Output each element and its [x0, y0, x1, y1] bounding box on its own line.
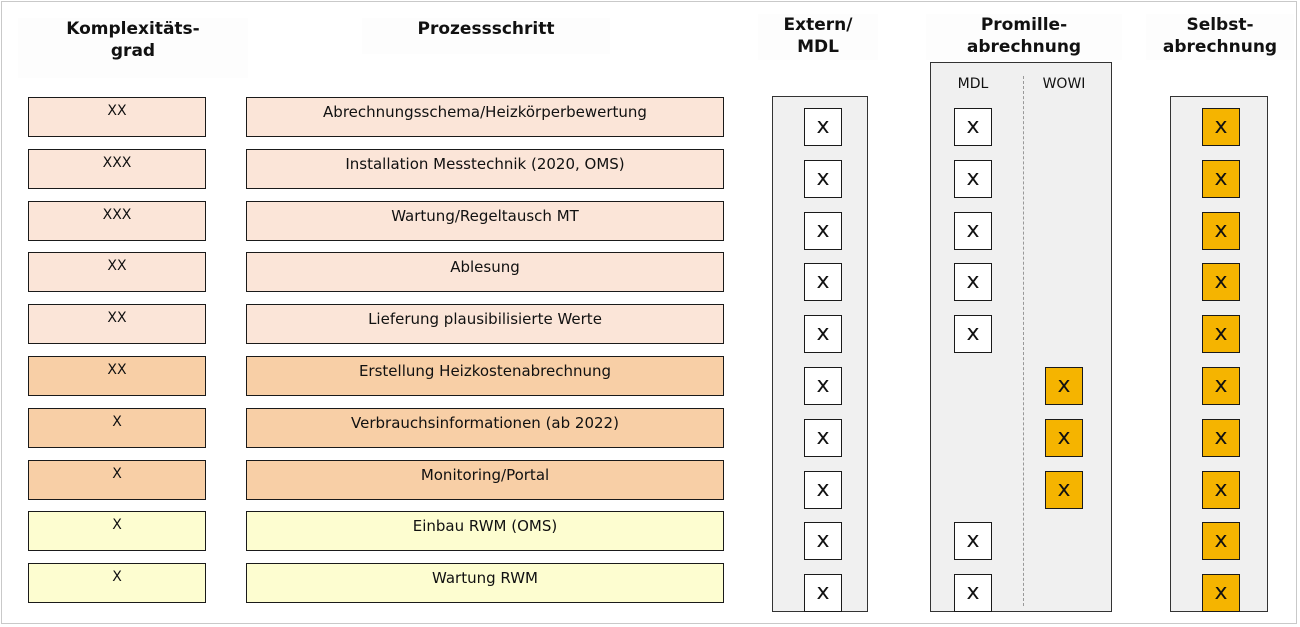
checkmark-mdl: x — [954, 522, 992, 560]
header-komplexitaet: Komplexitäts- grad — [18, 18, 248, 78]
checkmark-extern: x — [804, 212, 842, 250]
checkmark-mdl: x — [954, 263, 992, 301]
checkmark-selbst: x — [1202, 522, 1240, 560]
process-step-cell: Einbau RWM (OMS) — [246, 511, 724, 551]
checkmark-extern: x — [804, 522, 842, 560]
checkmark-wowi: x — [1045, 419, 1083, 457]
complexity-cell: XXX — [28, 149, 206, 189]
process-step-cell: Wartung/Regeltausch MT — [246, 201, 724, 241]
checkmark-extern: x — [804, 263, 842, 301]
checkmark-extern: x — [804, 108, 842, 146]
checkmark-extern: x — [804, 574, 842, 612]
complexity-cell: XX — [28, 356, 206, 396]
process-step-cell: Installation Messtechnik (2020, OMS) — [246, 149, 724, 189]
checkmark-mdl: x — [954, 212, 992, 250]
process-step-cell: Lieferung plausibilisierte Werte — [246, 304, 724, 344]
checkmark-mdl: x — [954, 315, 992, 353]
checkmark-extern: x — [804, 367, 842, 405]
complexity-cell: X — [28, 563, 206, 603]
checkmark-extern: x — [804, 160, 842, 198]
subheader-mdl: MDL — [957, 76, 989, 92]
process-step-cell: Ablesung — [246, 252, 724, 292]
complexity-cell: XXX — [28, 201, 206, 241]
complexity-cell: XX — [28, 304, 206, 344]
process-step-cell: Verbrauchsinformationen (ab 2022) — [246, 408, 724, 448]
process-step-cell: Abrechnungsschema/Heizkörperbewertung — [246, 97, 724, 137]
process-step-cell: Wartung RWM — [246, 563, 724, 603]
checkmark-extern: x — [804, 419, 842, 457]
complexity-cell: X — [28, 408, 206, 448]
complexity-cell: X — [28, 511, 206, 551]
checkmark-extern: x — [804, 315, 842, 353]
checkmark-selbst: x — [1202, 108, 1240, 146]
checkmark-selbst: x — [1202, 367, 1240, 405]
checkmark-selbst: x — [1202, 212, 1240, 250]
checkmark-selbst: x — [1202, 160, 1240, 198]
subheader-wowi: WOWI — [1042, 76, 1086, 92]
checkmark-selbst: x — [1202, 574, 1240, 612]
checkmark-selbst: x — [1202, 471, 1240, 509]
checkmark-mdl: x — [954, 574, 992, 612]
process-step-cell: Erstellung Heizkostenabrechnung — [246, 356, 724, 396]
complexity-cell: XX — [28, 252, 206, 292]
header-selbstabrechnung: Selbst- abrechnung — [1146, 14, 1294, 60]
checkmark-selbst: x — [1202, 315, 1240, 353]
checkmark-selbst: x — [1202, 419, 1240, 457]
process-step-cell: Monitoring/Portal — [246, 460, 724, 500]
complexity-cell: XX — [28, 97, 206, 137]
header-promilleabrechnung: Promille- abrechnung — [926, 14, 1122, 60]
checkmark-mdl: x — [954, 108, 992, 146]
checkmark-mdl: x — [954, 160, 992, 198]
checkmark-wowi: x — [1045, 471, 1083, 509]
header-extern-mdl: Extern/ MDL — [758, 14, 878, 60]
promille-divider — [1023, 76, 1024, 606]
checkmark-wowi: x — [1045, 367, 1083, 405]
checkmark-extern: x — [804, 471, 842, 509]
complexity-cell: X — [28, 460, 206, 500]
checkmark-selbst: x — [1202, 263, 1240, 301]
header-prozessschritt: Prozessschritt — [362, 18, 610, 54]
